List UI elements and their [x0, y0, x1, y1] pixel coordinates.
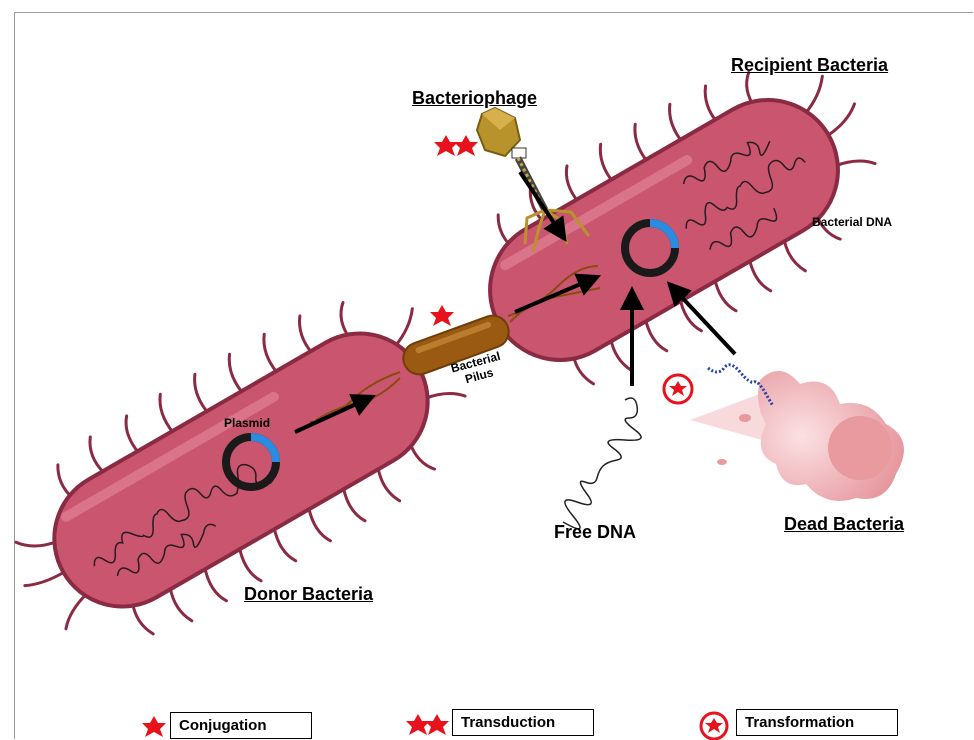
single-star-icon: [430, 305, 454, 326]
legend-single-star-icon: [142, 716, 166, 737]
dead-bacteria-label: Dead Bacteria: [784, 514, 904, 535]
circled-star-icon: [664, 375, 692, 403]
legend-transduction: Transduction: [452, 709, 594, 736]
donor-bacteria-label: Donor Bacteria: [244, 584, 373, 605]
legend-circled-star-icon: [701, 713, 727, 739]
recipient-bacteria-label: Recipient Bacteria: [731, 55, 888, 76]
legend-transduction-label: Transduction: [461, 714, 555, 731]
double-star-icon: [434, 135, 478, 156]
legend-transformation-label: Transformation: [745, 714, 854, 731]
dead-bacteria: [690, 365, 904, 501]
plasmid-label: Plasmid: [224, 416, 270, 430]
free-dna: [563, 398, 641, 529]
donor-bacterium: [0, 257, 504, 685]
free-dna-label: Free DNA: [554, 522, 636, 543]
bacteriophage-label: Bacteriophage: [412, 88, 537, 109]
bacterial-dna-label: Bacterial DNA: [812, 215, 892, 229]
legend-double-star-icon: [406, 714, 449, 735]
arrow-dead-to-recipient: [675, 290, 735, 354]
legend-conjugation: Conjugation: [170, 712, 312, 739]
legend-transformation: Transformation: [736, 709, 898, 736]
legend-conjugation-label: Conjugation: [179, 717, 266, 734]
